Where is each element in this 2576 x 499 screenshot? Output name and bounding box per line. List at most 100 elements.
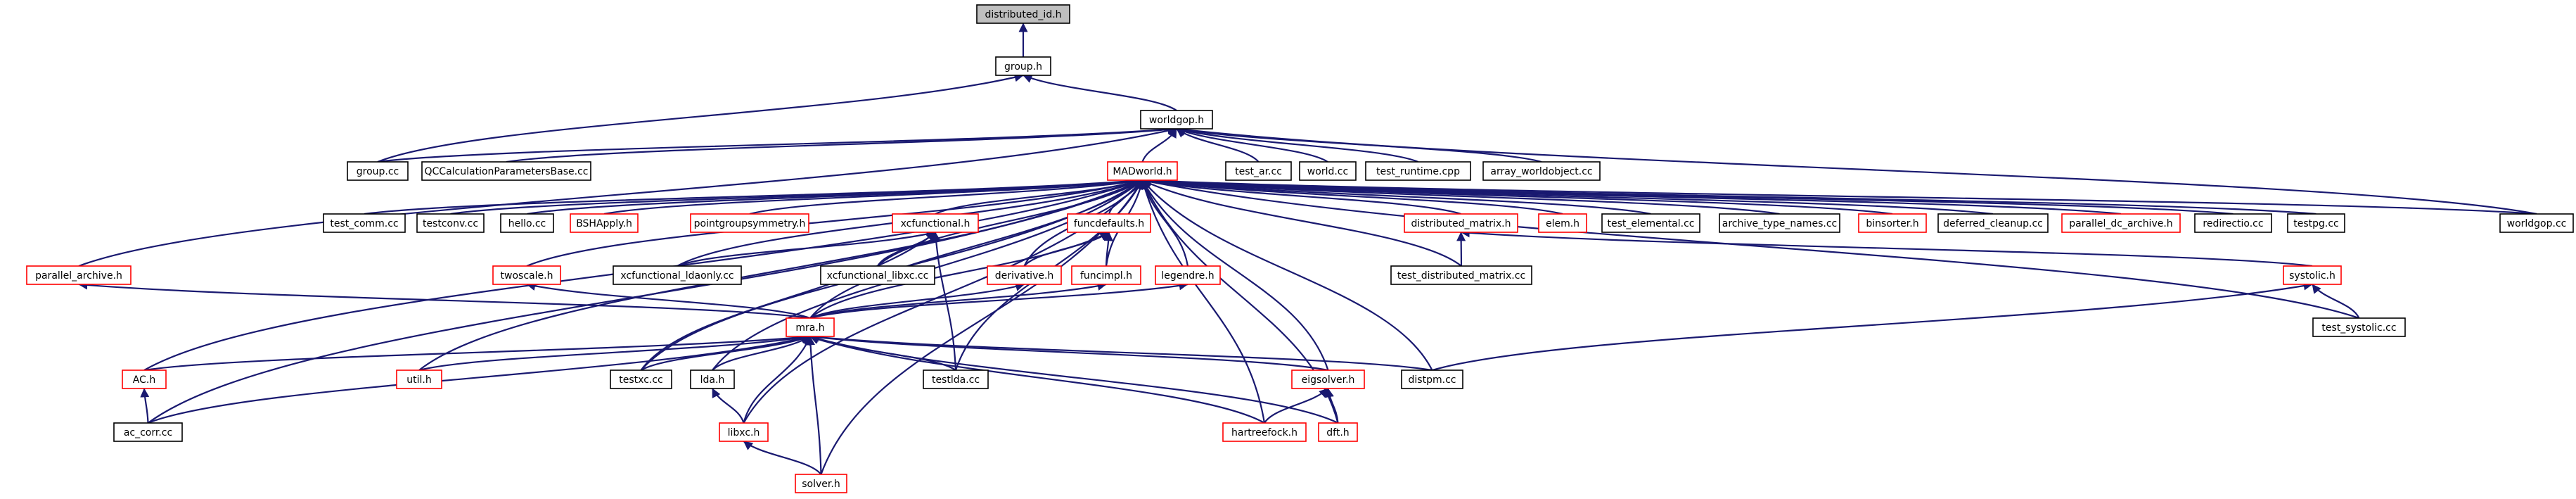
node-ac-h[interactable]: AC.h — [122, 369, 167, 389]
node-parallel-dc-archive-h[interactable]: parallel_dc_archive.h — [2061, 213, 2181, 233]
node-solver-h[interactable]: solver.h — [795, 474, 847, 493]
edge-util_h-to-mra_h — [418, 333, 811, 372]
node-xcfunctional-libxc-cc[interactable]: xcfunctional_libxc.cc — [820, 265, 935, 285]
node-label: xcfunctional.h — [901, 218, 970, 229]
node-label: testpg.cc — [2293, 218, 2339, 229]
node-funcimpl-h[interactable]: funcimpl.h — [1071, 265, 1141, 285]
node-qccalc[interactable]: QCCalculationParametersBase.cc — [421, 161, 591, 181]
node-lda-h[interactable]: lda.h — [690, 369, 735, 389]
node-deferred-cleanup-cc[interactable]: deferred_cleanup.cc — [1937, 213, 2049, 233]
node-binsorter-h[interactable]: binsorter.h — [1858, 213, 1927, 233]
edge-ac_corr_cc-to-ac_h — [140, 388, 150, 424]
node-testlda-cc[interactable]: testlda.cc — [923, 369, 989, 389]
node-test-ar-cc[interactable]: test_ar.cc — [1225, 161, 1292, 181]
node-redirectio-cc[interactable]: redirectio.cc — [2194, 213, 2272, 233]
node-world-cc[interactable]: world.cc — [1299, 161, 1357, 181]
node-box — [1225, 161, 1292, 181]
edge-testxc_cc-to-mra_h — [640, 335, 811, 371]
edge-bshapply_h-to-madworld_h — [603, 176, 1143, 215]
node-eigsolver-h[interactable]: eigsolver.h — [1291, 369, 1365, 389]
node-testconv-cc[interactable]: testconv.cc — [416, 213, 485, 233]
node-label: hello.cc — [508, 218, 546, 229]
node-twoscale-h[interactable]: twoscale.h — [492, 265, 561, 285]
node-label: ac_corr.cc — [124, 427, 172, 438]
node-elem-h[interactable]: elem.h — [1538, 213, 1587, 233]
edge-mra_h-to-funcimpl_h — [809, 282, 1107, 320]
node-label: group.cc — [357, 166, 399, 177]
node-dft-h[interactable]: dft.h — [1318, 422, 1358, 442]
node-group-h[interactable]: group.h — [995, 56, 1051, 76]
edge-mra_h-to-derivative_h — [809, 282, 1025, 319]
node-bshapply-h[interactable]: BSHApply.h — [570, 213, 639, 233]
edge-test_systolic_cc-to-madworld_h — [1141, 177, 2359, 320]
node-box — [1140, 110, 1213, 130]
node-hello-cc[interactable]: hello.cc — [500, 213, 554, 233]
node-xcfunctional-ldaonly-cc[interactable]: xcfunctional_ldaonly.cc — [613, 265, 742, 285]
node-box — [690, 369, 735, 389]
edge-madworld_h-to-worldgop_h — [1141, 128, 1177, 163]
node-legendre-h[interactable]: legendre.h — [1155, 265, 1221, 285]
node-box — [1365, 161, 1471, 181]
node-box — [323, 213, 406, 233]
node-label: testlda.cc — [932, 374, 980, 386]
node-box — [820, 265, 935, 285]
node-label: AC.h — [133, 374, 155, 386]
node-worldgop-cc[interactable]: worldgop.cc — [2499, 213, 2574, 233]
node-label: xcfunctional_libxc.cc — [827, 270, 929, 282]
node-xcfunctional-h[interactable]: xcfunctional.h — [892, 213, 979, 233]
node-hartreefock-h[interactable]: hartreefock.h — [1222, 422, 1307, 442]
node-box — [2194, 213, 2272, 233]
node-box — [416, 213, 485, 233]
node-test-distributed-matrix-cc[interactable]: test_distributed_matrix.cc — [1390, 265, 1532, 285]
node-distributed-matrix-h[interactable]: distributed_matrix.h — [1404, 213, 1518, 233]
node-label: test_comm.cc — [330, 218, 398, 229]
edge-hartreefock_h-to-eigsolver_h — [1264, 388, 1329, 424]
node-derivative-h[interactable]: derivative.h — [987, 265, 1062, 285]
node-label: worldgop.cc — [2507, 218, 2567, 229]
node-parallel-archive-h[interactable]: parallel_archive.h — [26, 265, 132, 285]
node-box — [1482, 161, 1601, 181]
node-test-systolic-cc[interactable]: test_systolic.cc — [2312, 317, 2406, 337]
node-libxc-h[interactable]: libxc.h — [719, 422, 769, 442]
node-util-h[interactable]: util.h — [396, 369, 442, 389]
node-testpg-cc[interactable]: testpg.cc — [2287, 213, 2345, 233]
node-mra-h[interactable]: mra.h — [786, 317, 835, 337]
node-label: libxc.h — [728, 427, 760, 438]
node-box — [421, 161, 591, 181]
edge-hartreefock_h-to-madworld_h — [1140, 179, 1266, 424]
edge-systolic_h-to-distributed_matrix_h — [1460, 228, 2313, 267]
edge-dft_h-to-mra_h — [809, 334, 1338, 424]
node-label: solver.h — [802, 479, 840, 490]
edge-twoscale_h-to-madworld_h — [526, 177, 1143, 267]
node-group-cc[interactable]: group.cc — [347, 161, 409, 181]
node-distributed-id-h[interactable]: distributed_id.h — [976, 4, 1070, 24]
edge-distributed_matrix_h-to-madworld_h — [1141, 177, 1461, 215]
node-archive-type-names-cc[interactable]: archive_type_names.cc — [1719, 213, 1840, 233]
node-box — [2499, 213, 2574, 233]
node-box — [976, 4, 1070, 24]
node-box — [1937, 213, 2049, 233]
node-test-elemental-cc[interactable]: test_elemental.cc — [1601, 213, 1700, 233]
edge-xcfunctional_libxc_cc-to-madworld_h — [877, 179, 1143, 267]
node-test-runtime-cpp[interactable]: test_runtime.cpp — [1365, 161, 1471, 181]
node-label: xcfunctional_ldaonly.cc — [620, 270, 733, 282]
edge-test_elemental_cc-to-madworld_h — [1141, 177, 1651, 215]
node-label: array_worldobject.cc — [1490, 166, 1592, 177]
node-distpm-cc[interactable]: distpm.cc — [1401, 369, 1463, 389]
node-madworld-h[interactable]: MADworld.h — [1107, 161, 1178, 181]
edges-layer — [78, 23, 2537, 475]
node-funcdefaults-h[interactable]: funcdefaults.h — [1067, 213, 1151, 233]
node-testxc-cc[interactable]: testxc.cc — [610, 369, 672, 389]
node-box — [1719, 213, 1840, 233]
node-box — [1291, 369, 1365, 389]
node-test-comm-cc[interactable]: test_comm.cc — [323, 213, 406, 233]
node-box — [2287, 213, 2345, 233]
node-pointgroupsymmetry-h[interactable]: pointgroupsymmetry.h — [690, 213, 809, 233]
edge-solver_h-to-mra_h — [806, 336, 822, 475]
node-ac-corr-cc[interactable]: ac_corr.cc — [113, 422, 183, 442]
node-worldgop-h[interactable]: worldgop.h — [1140, 110, 1213, 130]
node-array-worldobject-cc[interactable]: array_worldobject.cc — [1482, 161, 1601, 181]
edge-dft_h-to-eigsolver_h — [1325, 388, 1339, 424]
node-systolic-h[interactable]: systolic.h — [2283, 265, 2342, 285]
